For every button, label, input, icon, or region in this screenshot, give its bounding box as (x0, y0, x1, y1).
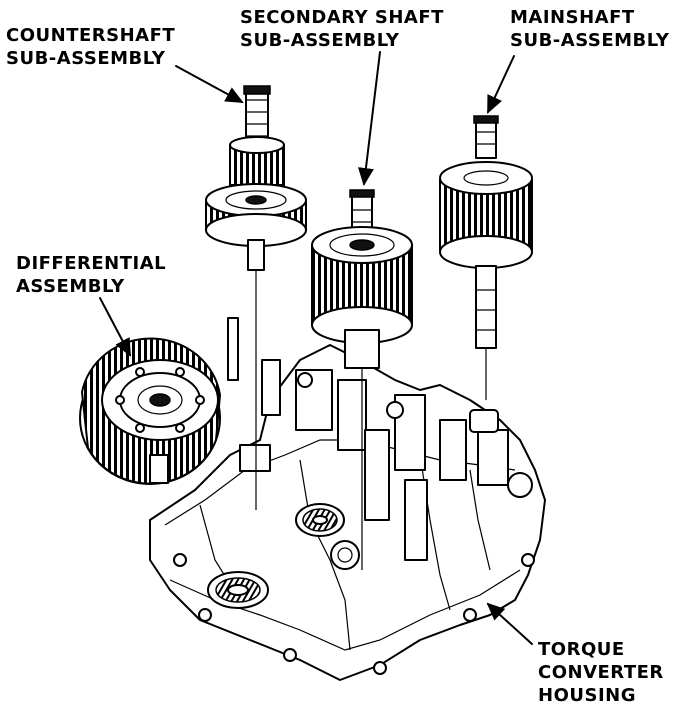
differential-label-line1: DIFFERENTIAL (16, 253, 167, 274)
mainshaft-label-line1: MAINSHAFT (510, 7, 635, 28)
countershaft-label: COUNTERSHAFT SUB-ASSEMBLY (6, 24, 175, 70)
differential-assembly (79, 337, 222, 485)
secondary-shaft-label-line2: SUB-ASSEMBLY (240, 30, 400, 51)
countershaft-label-line1: COUNTERSHAFT (6, 25, 176, 46)
countershaft-sub-assembly (205, 85, 307, 510)
differential-label-line2: ASSEMBLY (16, 276, 125, 297)
torque-converter-housing (149, 317, 546, 681)
mainshaft-label-line2: SUB-ASSEMBLY (510, 30, 670, 51)
secondary-shaft-label: SECONDARY SHAFT SUB-ASSEMBLY (240, 6, 444, 52)
secondary-shaft-leader (357, 51, 381, 186)
housing-label: TORQUE CONVERTER HOUSING (538, 638, 664, 707)
housing-leader (486, 602, 533, 645)
label-leaders (99, 51, 533, 645)
housing-label-line2: CONVERTER (538, 662, 664, 683)
differential-label: DIFFERENTIAL ASSEMBLY (16, 252, 166, 298)
housing-label-line1: TORQUE (538, 639, 625, 660)
differential-leader (99, 297, 131, 357)
secondary-shaft-sub-assembly (311, 189, 413, 570)
mainshaft-label: MAINSHAFT SUB-ASSEMBLY (510, 6, 669, 52)
mainshaft-leader (487, 55, 515, 114)
secondary-shaft-label-line1: SECONDARY SHAFT (240, 7, 444, 28)
countershaft-label-line2: SUB-ASSEMBLY (6, 48, 166, 69)
mainshaft-sub-assembly (439, 115, 533, 400)
housing-label-line3: HOUSING (538, 685, 636, 706)
countershaft-leader (175, 65, 244, 103)
